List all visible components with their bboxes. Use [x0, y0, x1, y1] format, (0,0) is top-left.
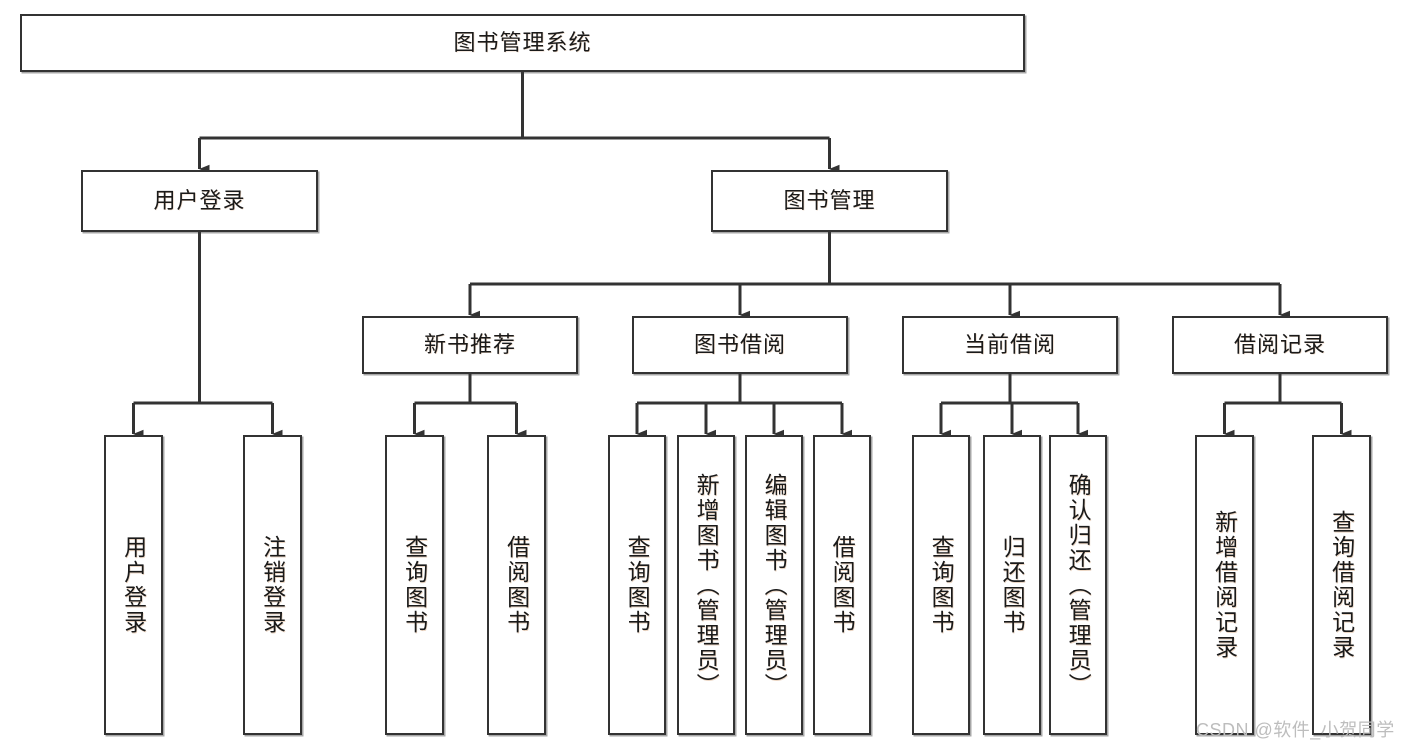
node-label: 查询图书: [624, 535, 651, 635]
node-label: 查询借阅记录: [1328, 510, 1355, 660]
node-l3-borrow[interactable]: 图书借阅: [632, 316, 848, 374]
node-l2-book-manage[interactable]: 图书管理: [711, 170, 948, 232]
node-label: 新增借阅记录: [1211, 510, 1238, 660]
node-leaf-bb-borrow[interactable]: 借阅图书: [813, 435, 871, 735]
watermark-text: CSDN @软件_小贺同学: [1196, 720, 1395, 740]
node-leaf-cb-return[interactable]: 归还图书: [983, 435, 1041, 735]
node-label: 编辑图书（管理员）: [761, 472, 788, 698]
node-label: 图书管理系统: [453, 30, 592, 56]
node-leaf-nb-query[interactable]: 查询图书: [385, 435, 444, 735]
node-label: 归还图书: [999, 535, 1026, 635]
node-l3-record[interactable]: 借阅记录: [1172, 316, 1388, 374]
node-label: 新书推荐: [423, 332, 516, 358]
node-leaf-bb-query[interactable]: 查询图书: [608, 435, 666, 735]
node-l3-current[interactable]: 当前借阅: [902, 316, 1118, 374]
node-label: 用户登录: [120, 535, 147, 635]
node-label: 当前借阅: [963, 332, 1056, 358]
node-leaf-user-login[interactable]: 用户登录: [104, 435, 163, 735]
node-label: 确认归还（管理员）: [1065, 472, 1092, 698]
node-label: 图书借阅: [693, 332, 786, 358]
node-l3-new-book[interactable]: 新书推荐: [362, 316, 578, 374]
node-label: 查询图书: [401, 535, 428, 635]
node-leaf-rc-add[interactable]: 新增借阅记录: [1195, 435, 1254, 735]
node-label: 借阅图书: [829, 535, 856, 635]
node-label: 用户登录: [153, 188, 246, 214]
node-label: 图书管理: [783, 188, 876, 214]
node-leaf-cb-query[interactable]: 查询图书: [912, 435, 970, 735]
node-label: 注销登录: [259, 535, 286, 635]
node-leaf-bb-edit[interactable]: 编辑图书（管理员）: [745, 435, 803, 735]
node-label: 查询图书: [928, 535, 955, 635]
node-label: 借阅记录: [1233, 332, 1326, 358]
node-leaf-bb-add[interactable]: 新增图书（管理员）: [677, 435, 735, 735]
node-leaf-nb-borrow[interactable]: 借阅图书: [487, 435, 546, 735]
node-leaf-cb-confirm[interactable]: 确认归还（管理员）: [1049, 435, 1107, 735]
node-l2-user-login[interactable]: 用户登录: [81, 170, 318, 232]
node-root[interactable]: 图书管理系统: [20, 14, 1025, 72]
node-leaf-rc-query[interactable]: 查询借阅记录: [1312, 435, 1371, 735]
node-leaf-user-logout[interactable]: 注销登录: [243, 435, 302, 735]
node-label: 新增图书（管理员）: [693, 472, 720, 698]
node-label: 借阅图书: [503, 535, 530, 635]
